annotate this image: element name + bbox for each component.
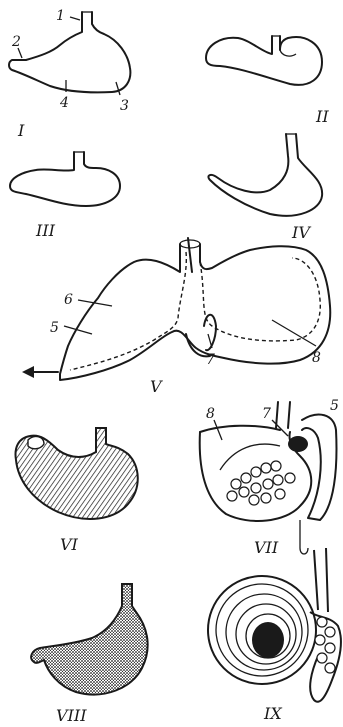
callout-8b-leader xyxy=(214,420,222,440)
panel-1-stomach-outline xyxy=(9,12,130,95)
panel-7-stomach-vessels xyxy=(200,402,337,554)
callout-3-leader xyxy=(116,82,120,95)
panel-8-label: VIII xyxy=(56,706,87,725)
panel-4-stomach-outline xyxy=(208,134,322,216)
panel-9-stomach-rugae xyxy=(208,548,341,702)
panel-3-stomach-outline xyxy=(10,152,120,206)
panel-5-stomach-section xyxy=(22,238,330,380)
callout-7b: 7 xyxy=(262,406,271,422)
panel-5-label: V xyxy=(150,377,163,396)
callout-5b: 5 xyxy=(330,398,339,414)
callout-1-leader xyxy=(70,17,80,20)
exit-arrow-icon xyxy=(22,366,34,378)
callout-4: 4 xyxy=(59,95,69,111)
panel-2-stomach-outline xyxy=(206,36,322,85)
callout-2: 2 xyxy=(11,34,21,50)
callout-8b: 8 xyxy=(206,406,215,422)
callout-1: 1 xyxy=(56,8,65,24)
callout-8: 8 xyxy=(312,350,321,366)
callout-7-leader xyxy=(208,334,212,348)
panel-8-stomach-stippled xyxy=(31,584,148,695)
panel-2-label: II xyxy=(315,107,329,126)
panel-9-label: IX xyxy=(263,704,282,723)
panel-1-label: I xyxy=(17,121,25,140)
panel-7-label: VII xyxy=(254,538,279,557)
callout-6: 6 xyxy=(64,292,73,308)
callout-5: 5 xyxy=(50,320,59,336)
panel-3-label: III xyxy=(35,221,56,240)
panel-4-label: IV xyxy=(291,223,311,242)
callout-3: 3 xyxy=(120,98,129,114)
panel-6-label: VI xyxy=(60,535,79,554)
panel-6-stomach-muscular xyxy=(16,428,138,519)
callout-7: 7 xyxy=(206,352,215,368)
